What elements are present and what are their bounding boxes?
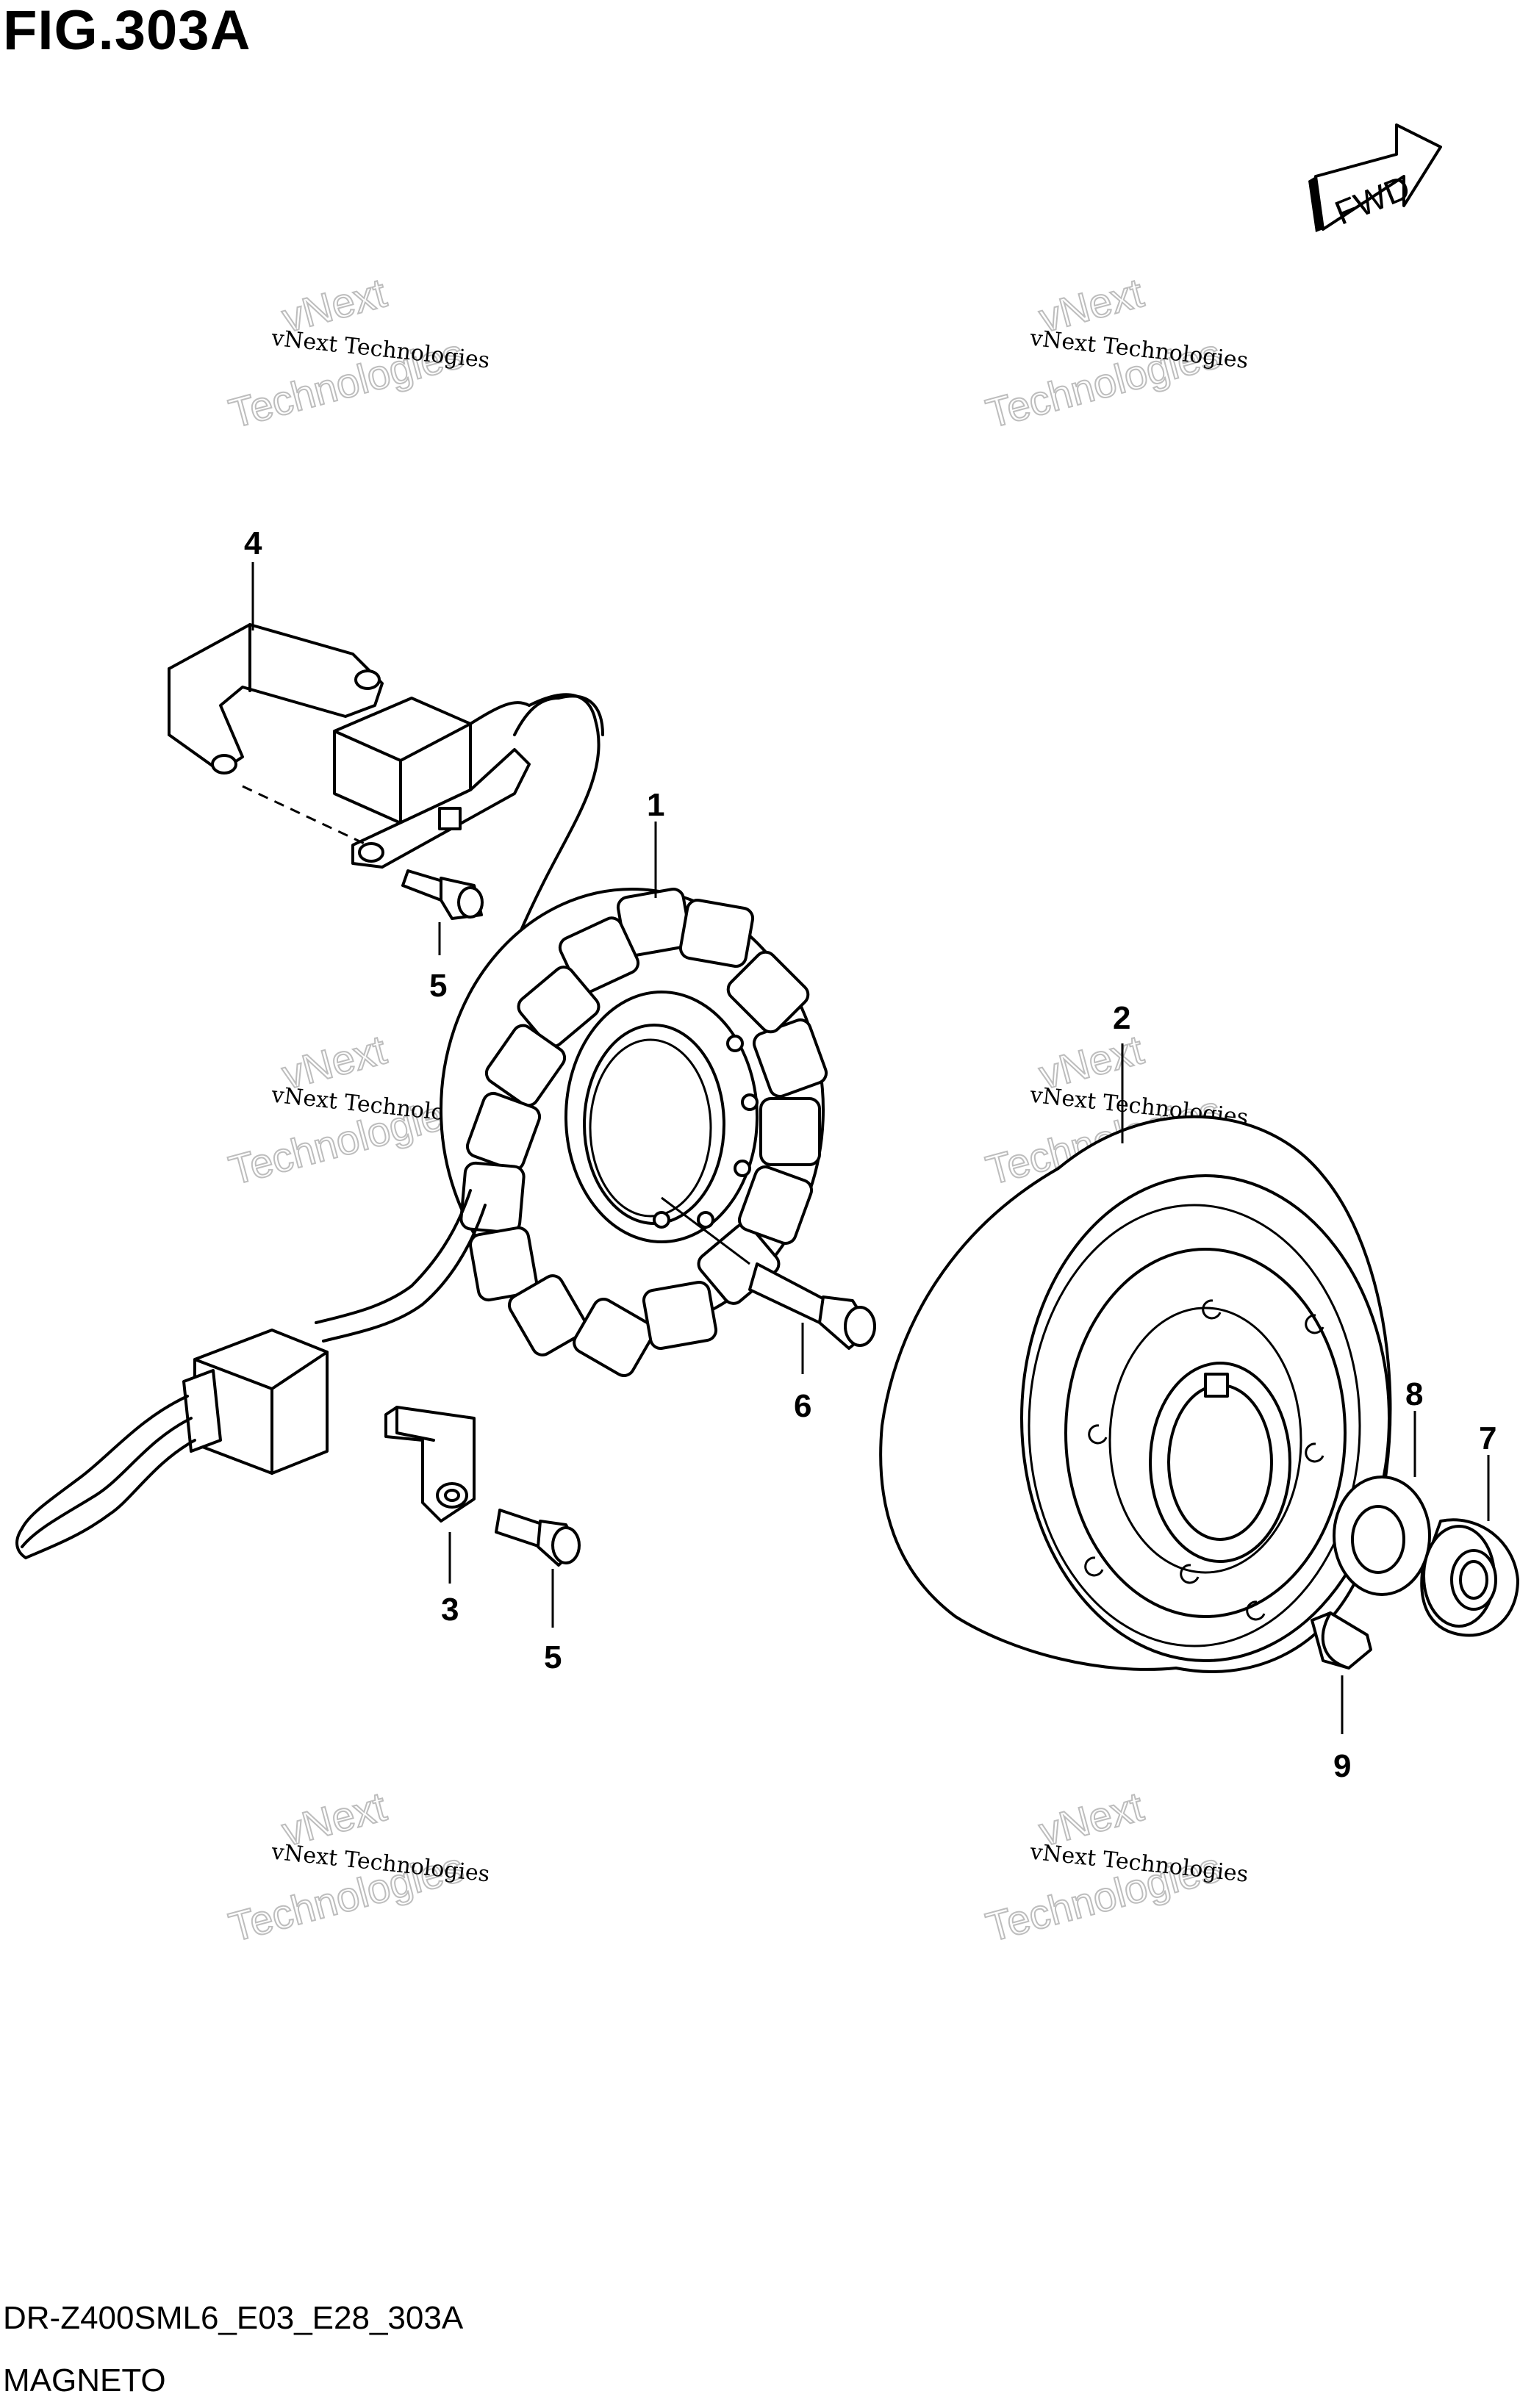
callout-5b: 5 [544,1639,562,1675]
part-1-stator [440,888,828,1378]
callout-3: 3 [441,1592,459,1628]
part-5-bolt-lower [495,1509,581,1567]
callouts: 4 1 2 5 6 8 7 3 5 9 [244,525,1496,1784]
callout-2: 2 [1113,1000,1130,1036]
leader-lines [251,562,1490,1734]
callout-9: 9 [1333,1748,1351,1784]
footer-assembly-name: MAGNETO [3,2362,166,2398]
callout-6: 6 [794,1388,811,1424]
watermark-bottom-right: vNext Technologies vNext Technologies [981,1782,1250,1951]
part-9-key [1311,1611,1372,1670]
part-7-nut [1420,1518,1519,1637]
callout-7: 7 [1479,1420,1496,1456]
callout-8: 8 [1405,1376,1423,1412]
part-6-stator-bolt [661,1196,876,1350]
watermark-top-left: vNext Technologies vNext Technologies [223,268,491,437]
callout-5a: 5 [429,968,447,1004]
part-2-flywheel-rotor [879,1115,1392,1673]
part-4-bracket [168,623,384,774]
watermark-top-right: vNext Technologies vNext Technologies [981,268,1250,437]
part-8-washer [1333,1476,1431,1596]
callout-1: 1 [647,787,664,823]
watermark-bottom-left: vNext Technologies vNext Technologies [223,1782,491,1951]
footer-model-code: DR-Z400SML6_E03_E28_303A [3,2300,464,2336]
callout-4: 4 [244,525,262,561]
part-5-bolt-upper [401,869,484,920]
harness-connector [15,1329,329,1559]
bracket-alignment-line [242,785,368,847]
part-3-plate [384,1406,476,1523]
fwd-arrow-icon: FWD [1308,123,1442,232]
stator-wire-harness [315,1189,487,1343]
figure-title: FIG.303A [3,0,251,62]
